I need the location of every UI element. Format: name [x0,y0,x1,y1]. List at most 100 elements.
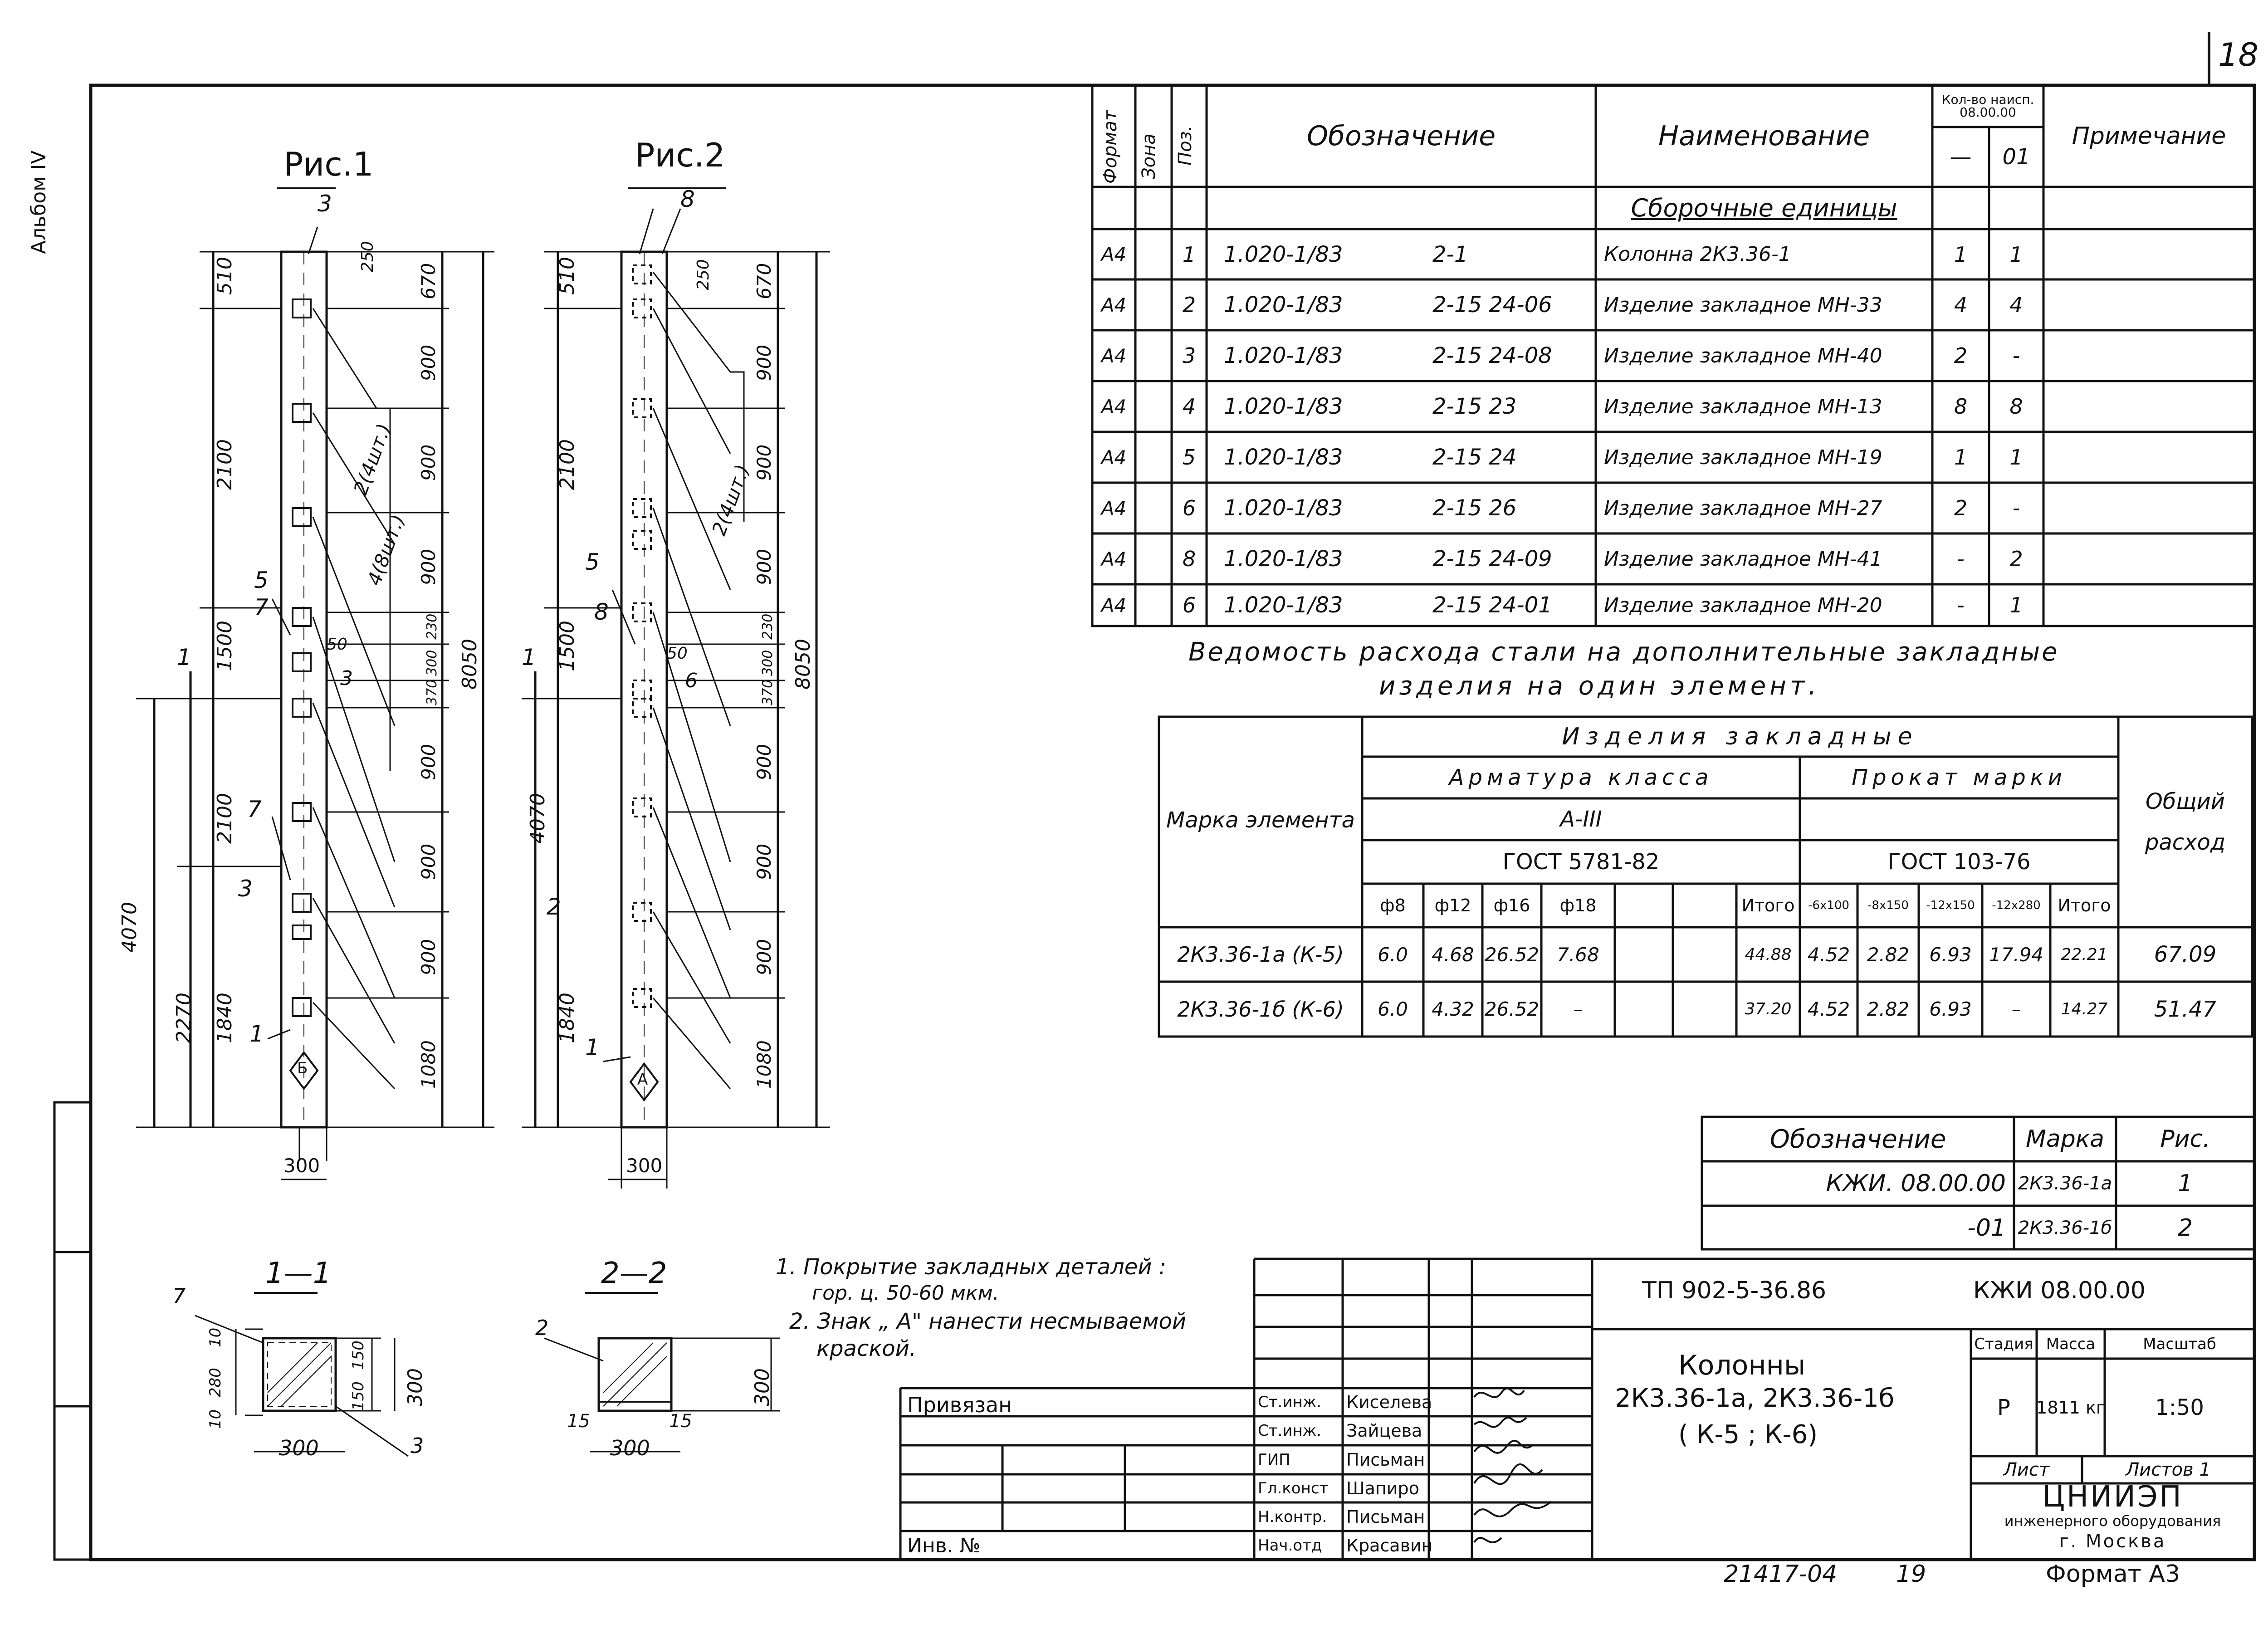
fig1-dim-900a: 900 [417,344,440,381]
fig2-dim-300: 300 [760,650,776,676]
fig2-dim-900d: 900 [753,744,775,780]
spec-row-format: А4 [1101,594,1127,616]
stamp-name: Зайцева [1346,1421,1422,1441]
spec-row-name: Колонна 2К3.36-1 [1604,243,1791,266]
spec-row-name: Изделие закладное МН-13 [1604,395,1882,418]
spec-row-qty: 8 [1954,394,1968,419]
section-1-1-pos-3: 3 [411,1433,424,1458]
marks-row-mark: 2К3.36-1а [2018,1173,2112,1194]
page-number: 18 [2218,36,2259,73]
fig2-dim-2100: 2100 [556,439,579,490]
spec-row-name: Изделие закладное МН-41 [1604,547,1882,571]
spec-row-qty: - [1957,593,1965,617]
steel-row-value: 37.20 [1745,1000,1792,1018]
section-2-2-dim-15a: 15 [567,1411,590,1432]
fig1-dim-900e: 900 [417,843,440,880]
spec-header-zone: Зона [1139,133,1159,179]
fig2-mark-symbol: А [637,1071,648,1089]
spec-header-qty-01: 01 [2002,144,2030,170]
spec-row-pos: 3 [1182,343,1196,368]
note-1: 1. Покрытие закладных деталей : [776,1254,1166,1280]
fig2-dim-250: 250 [694,259,713,290]
stamp-role: Ст.инж. [1258,1422,1322,1440]
section-2-2-dim-15b: 15 [669,1411,692,1432]
spec-row-format: А4 [1101,446,1127,469]
stamp-title-2: 2К3.36-1а, 2К3.36-1б [1615,1384,1895,1413]
fig2-dim-230: 230 [760,613,776,640]
spec-row-name: Изделие закладное МН-27 [1604,496,1882,520]
stamp-stage: Р [1997,1394,2010,1420]
footer-format: Формат А3 [2046,1561,2180,1588]
fig2-dim-900b: 900 [753,444,775,481]
steel-header-prokat: Прокат марки [1852,765,2067,790]
spec-row-code: 1.020-1/83 [1224,592,1343,618]
fig2-dim-670: 670 [753,263,775,299]
steel-subheader [1673,884,1736,927]
stamp-sheet: Лист [2003,1459,2050,1480]
stamp-name: Письман [1346,1507,1425,1527]
section-1-1-pos-7: 7 [172,1284,186,1308]
fig1-dim-900b: 900 [417,444,440,481]
stamp-title-3: ( К-5 ; К-6) [1678,1420,1818,1449]
spec-row-pos: 6 [1182,593,1196,617]
fig1-dim-370: 370 [424,679,440,705]
note-2-detail: краской. [816,1336,917,1361]
section-1-1-dim-10b: 10 [206,1409,225,1429]
fig2-dim-1500: 1500 [556,621,579,671]
section-1-1-drawing [195,1292,409,1457]
marks-row-designation: КЖИ. 08.00.00 [1826,1170,2006,1197]
steel-subheader [1615,884,1673,927]
spec-section-title: Сборочные единицы [1631,194,1897,222]
spec-row-sheet: 2-1 [1432,241,1468,267]
steel-row-mark: 2К3.36-1а (К-5) [1177,942,1344,967]
spec-row-code: 1.020-1/83 [1224,495,1343,521]
steel-row-value: 6.0 [1378,943,1408,966]
steel-subheader: Итого [1741,895,1795,915]
steel-row-value: 7.68 [1557,943,1599,966]
spec-row-pos: 8 [1182,547,1196,571]
steel-subheader: ф12 [1434,895,1471,915]
section-2-2-drawing [544,1292,780,1453]
stamp-scale-header: Масштаб [2143,1335,2216,1353]
steel-row-value [1673,927,1736,982]
spec-header-qty-dash: — [1950,144,1972,170]
spec-header-note: Примечание [2072,122,2226,150]
spec-row-code: 1.020-1/83 [1224,546,1343,572]
marks-row-mark: 2К3.36-1б [2018,1218,2112,1238]
spec-row-pos: 4 [1182,394,1196,419]
steel-subheader: -12x280 [1992,899,2041,912]
fig1-dim-1080: 1080 [417,1040,440,1089]
fig1-dim-670: 670 [417,263,440,299]
steel-row-value: 44.88 [1745,945,1792,964]
section-2-2-dim-300-bottom: 300 [610,1436,650,1460]
steel-row-value: 2.82 [1867,943,1910,966]
stamp-role: Гл.конст [1258,1479,1329,1497]
spec-row-qty-01: 8 [2009,394,2023,419]
marks-row-fig: 1 [2177,1170,2193,1197]
fig1-title: Рис.1 [284,145,374,183]
fig2-dim-510: 510 [556,257,579,295]
steel-row-value [1615,982,1673,1037]
spec-row-name: Изделие закладное МН-40 [1604,344,1882,367]
fig1-dim-width-300: 300 [284,1154,320,1177]
spec-row-sheet: 2-15 24-01 [1432,592,1552,618]
footer-code: 21417-04 [1724,1561,1838,1588]
spec-row-name: Изделие закладное МН-19 [1604,445,1882,469]
steel-header-group: Изделия закладные [1562,723,1919,750]
fig2-column [522,187,830,1189]
fig2-pos-6: 6 [685,669,698,692]
steel-row-value: 26.52 [1484,943,1540,966]
steel-row-mark: 2К3.36-1б (К-6) [1177,997,1344,1022]
section-1-1-dim-150a: 150 [349,1340,367,1370]
stamp-role: Нач.отд [1258,1536,1322,1555]
fig1-dim-4070: 4070 [118,902,141,953]
fig2-pos-8b: 8 [594,599,609,625]
spec-row-sheet: 2-15 26 [1432,495,1517,521]
fig2-pos-8: 8 [680,186,695,212]
steel-header-rebar-gost: ГОСТ 5781-82 [1502,849,1660,875]
steel-row-value: 6.93 [1929,998,1972,1020]
spec-row-qty: 2 [1954,496,1968,520]
fig2-dim-1840: 1840 [556,993,579,1043]
steel-subheader: -8x150 [1867,899,1909,912]
spec-row-qty-01: - [2012,343,2020,368]
